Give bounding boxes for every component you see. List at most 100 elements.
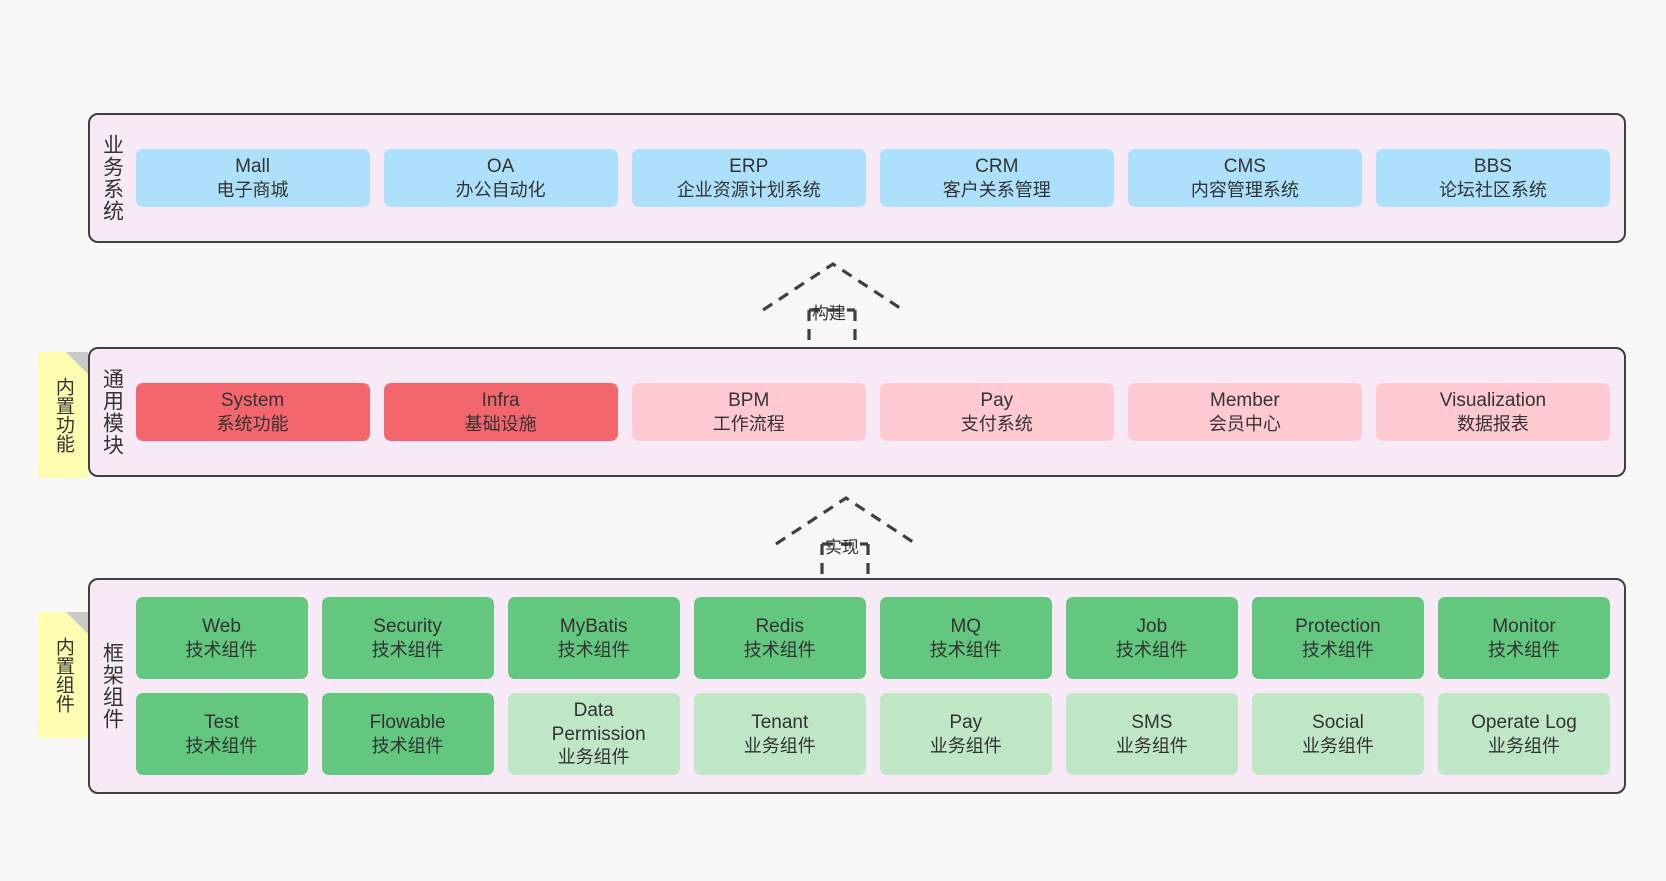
card-title-cn: 技术组件 (371, 735, 444, 756)
card-title-cn: 技术组件 (743, 639, 816, 660)
layer-caption-common-module: 通用模块 (100, 368, 124, 456)
card-title-en: Pay (980, 390, 1014, 412)
card-title-en: Web (202, 616, 241, 638)
card-title-cn: 业务组件 (1115, 735, 1188, 756)
card-title-en: Tenant (751, 712, 809, 734)
card-title-en: SMS (1131, 712, 1173, 734)
card-title-en: Visualization (1439, 390, 1547, 412)
card-row: Mall 电子商城 OA 办公自动化 ERP 企业资源计划系统 CRM 客户关系… (135, 149, 1610, 207)
card-title-cn: 企业资源计划系统 (676, 179, 821, 200)
layer-framework-component: 框架组件 Web 技术组件 Security 技术组件 MyBatis 技术组件… (88, 578, 1626, 794)
card-member[interactable]: Member 会员中心 (1127, 383, 1362, 441)
card-title-en: CMS (1223, 156, 1266, 178)
card-title-en: Pay (949, 712, 983, 734)
layer-caption-business-system: 业务系统 (100, 134, 124, 222)
card-title-cn: 业务组件 (557, 747, 630, 768)
card-title-cn: 论坛社区系统 (1438, 179, 1547, 200)
card-title-cn: 会员中心 (1208, 413, 1281, 434)
card-tenant[interactable]: Tenant 业务组件 (693, 693, 866, 775)
card-title-en: Security (373, 616, 442, 638)
card-title-cn: 业务组件 (1487, 735, 1560, 756)
sticky-note-label: 内置功能 (52, 377, 74, 453)
implement-arrow: 实现 (768, 492, 923, 582)
card-title-en: CRM (975, 156, 1019, 178)
card-title-en: Social (1312, 712, 1364, 734)
card-title-cn: 客户关系管理 (942, 179, 1051, 200)
layer-business-system: 业务系统 Mall 电子商城 OA 办公自动化 ERP 企业资源计划系统 CRM… (88, 113, 1626, 243)
card-row: System 系统功能 Infra 基础设施 BPM 工作流程 Pay 支付系统… (135, 383, 1610, 441)
card-title-en: MyBatis (559, 616, 628, 638)
card-title-en: Job (1136, 616, 1168, 638)
card-security[interactable]: Security 技术组件 (321, 597, 494, 679)
card-title-cn: 技术组件 (371, 639, 444, 660)
card-title-cn: 内容管理系统 (1190, 179, 1299, 200)
card-monitor[interactable]: Monitor 技术组件 (1437, 597, 1611, 679)
card-title-en: Redis (755, 616, 805, 638)
card-title-cn: 业务组件 (1301, 735, 1374, 756)
card-operate-log[interactable]: Operate Log 业务组件 (1437, 693, 1611, 775)
card-job[interactable]: Job 技术组件 (1065, 597, 1238, 679)
card-title-en: Monitor (1492, 616, 1556, 638)
card-social[interactable]: Social 业务组件 (1251, 693, 1424, 775)
card-title-en: Test (204, 712, 239, 734)
card-title-en: Member (1210, 390, 1280, 412)
card-title-cn: 技术组件 (557, 639, 630, 660)
card-title-en: Protection (1295, 616, 1381, 638)
card-title-cn: 系统功能 (216, 413, 289, 434)
card-data-permission[interactable]: Data Permission 业务组件 (507, 693, 680, 775)
implement-arrow-label: 实现 (825, 538, 859, 557)
card-mybatis[interactable]: MyBatis 技术组件 (507, 597, 680, 679)
card-title-cn: 技术组件 (1301, 639, 1374, 660)
card-title-en: Flowable (369, 712, 446, 734)
layer-common-module: 通用模块 System 系统功能 Infra 基础设施 BPM 工作流程 Pay… (88, 347, 1626, 477)
card-sms[interactable]: SMS 业务组件 (1065, 693, 1238, 775)
card-infra[interactable]: Infra 基础设施 (383, 383, 618, 441)
card-title-en: Data Permission (551, 700, 646, 745)
card-flowable[interactable]: Flowable 技术组件 (321, 693, 494, 775)
card-crm[interactable]: CRM 客户关系管理 (879, 149, 1114, 207)
card-title-cn: 业务组件 (743, 735, 816, 756)
card-pay-module[interactable]: Pay 支付系统 (879, 383, 1114, 441)
card-mq[interactable]: MQ 技术组件 (879, 597, 1052, 679)
card-row: Web 技术组件 Security 技术组件 MyBatis 技术组件 Redi… (135, 597, 1611, 679)
card-title-cn: 办公自动化 (455, 179, 546, 200)
card-title-en: Operate Log (1471, 712, 1577, 734)
card-title-cn: 工作流程 (712, 413, 785, 434)
card-title-en: MQ (950, 616, 982, 638)
card-title-en: System (220, 390, 285, 412)
card-bbs[interactable]: BBS 论坛社区系统 (1375, 149, 1610, 207)
card-title-en: OA (486, 156, 515, 178)
sticky-note-builtin-component[interactable]: 内置组件 (38, 612, 88, 738)
card-title-cn: 技术组件 (185, 639, 258, 660)
card-protection[interactable]: Protection 技术组件 (1251, 597, 1424, 679)
card-pay-component[interactable]: Pay 业务组件 (879, 693, 1052, 775)
card-bpm[interactable]: BPM 工作流程 (631, 383, 866, 441)
card-erp[interactable]: ERP 企业资源计划系统 (631, 149, 866, 207)
layer-body-common-module: System 系统功能 Infra 基础设施 BPM 工作流程 Pay 支付系统… (132, 349, 1624, 475)
card-title-en: BPM (728, 390, 770, 412)
card-title-en: Mall (235, 156, 270, 178)
card-title-cn: 技术组件 (1487, 639, 1560, 660)
card-title-cn: 技术组件 (1115, 639, 1188, 660)
folded-corner-icon (66, 612, 88, 634)
card-title-cn: 数据报表 (1456, 413, 1529, 434)
card-title-cn: 基础设施 (464, 413, 537, 434)
sticky-note-builtin-function[interactable]: 内置功能 (38, 352, 88, 478)
card-title-cn: 业务组件 (929, 735, 1002, 756)
card-web[interactable]: Web 技术组件 (135, 597, 308, 679)
layer-caption-framework-component: 框架组件 (100, 642, 124, 730)
card-title-en: ERP (729, 156, 769, 178)
card-system[interactable]: System 系统功能 (135, 383, 370, 441)
layer-body-business-system: Mall 电子商城 OA 办公自动化 ERP 企业资源计划系统 CRM 客户关系… (132, 115, 1624, 241)
card-test[interactable]: Test 技术组件 (135, 693, 308, 775)
card-mall[interactable]: Mall 电子商城 (135, 149, 370, 207)
card-title-en: BBS (1473, 156, 1512, 178)
card-title-cn: 支付系统 (960, 413, 1033, 434)
card-cms[interactable]: CMS 内容管理系统 (1127, 149, 1362, 207)
card-title-cn: 技术组件 (185, 735, 258, 756)
layer-body-framework-component: Web 技术组件 Security 技术组件 MyBatis 技术组件 Redi… (132, 580, 1624, 792)
card-visualization[interactable]: Visualization 数据报表 (1375, 383, 1610, 441)
card-redis[interactable]: Redis 技术组件 (693, 597, 866, 679)
card-oa[interactable]: OA 办公自动化 (383, 149, 618, 207)
card-title-en: Infra (481, 390, 520, 412)
